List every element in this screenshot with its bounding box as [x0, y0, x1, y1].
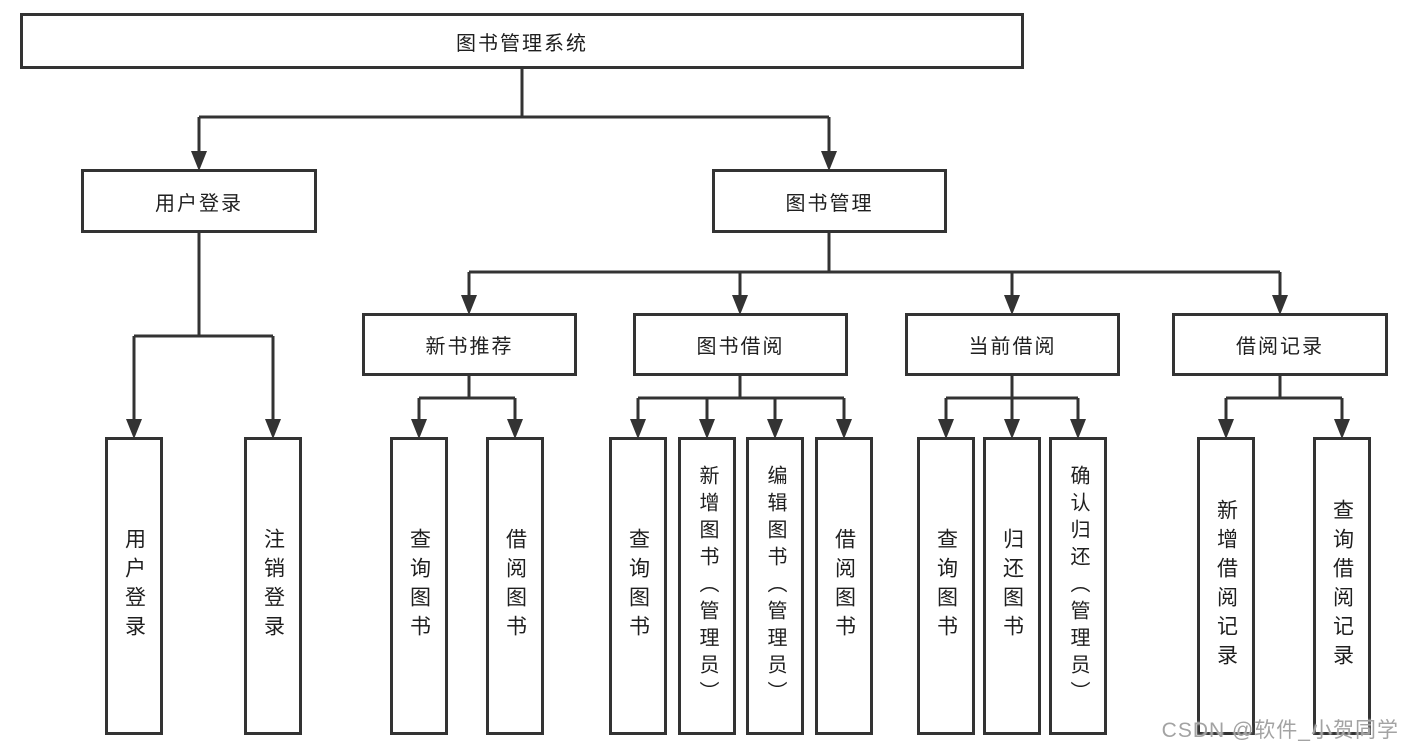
leaf-label: 查询借阅记录 — [1330, 499, 1354, 673]
node-label: 图书管理系统 — [456, 32, 588, 55]
leaf-newbook-borrow-books: 借阅图书 — [486, 437, 544, 735]
leaf-logout: 注销登录 — [244, 437, 302, 735]
leaf-current-query-books: 查询图书 — [917, 437, 975, 735]
leaf-borrow-add-books-admin: 新增图书（管理员） — [678, 437, 736, 735]
leaf-label: 查询图书 — [934, 528, 958, 644]
leaf-newbook-query-books: 查询图书 — [390, 437, 448, 735]
node-label: 借阅记录 — [1236, 336, 1324, 358]
node-book-borrowing: 图书借阅 — [633, 313, 848, 376]
node-label: 当前借阅 — [968, 336, 1057, 358]
leaf-current-return-books: 归还图书 — [983, 437, 1041, 735]
leaf-label: 新增借阅记录 — [1214, 499, 1238, 673]
leaf-label: 确认归还（管理员） — [1067, 464, 1089, 708]
leaf-label: 新增图书（管理员） — [696, 464, 718, 708]
node-label: 图书借阅 — [696, 336, 785, 358]
leaf-label: 编辑图书（管理员） — [764, 464, 786, 708]
leaf-borrow-borrow-books: 借阅图书 — [815, 437, 873, 735]
leaf-borrow-edit-books-admin: 编辑图书（管理员） — [746, 437, 804, 735]
leaf-records-query-record: 查询借阅记录 — [1313, 437, 1371, 735]
leaf-label: 用户登录 — [122, 528, 146, 644]
node-library-management-system: 图书管理系统 — [20, 13, 1024, 69]
node-label: 新书推荐 — [425, 336, 514, 358]
node-current-borrowing: 当前借阅 — [905, 313, 1120, 376]
node-label: 用户登录 — [155, 192, 243, 215]
leaf-label: 注销登录 — [261, 528, 285, 644]
leaf-label: 查询图书 — [407, 528, 431, 644]
node-new-book-recommend: 新书推荐 — [362, 313, 577, 376]
node-user-login: 用户登录 — [81, 169, 317, 233]
leaf-label: 查询图书 — [626, 528, 650, 644]
node-borrowing-records: 借阅记录 — [1172, 313, 1388, 376]
leaf-label: 归还图书 — [1000, 528, 1024, 644]
leaf-label: 借阅图书 — [832, 528, 856, 644]
leaf-borrow-query-books: 查询图书 — [609, 437, 667, 735]
csdn-watermark: CSDN @软件_小贺同学 — [1161, 719, 1399, 742]
node-label: 图书管理 — [785, 192, 874, 215]
node-book-management: 图书管理 — [712, 169, 947, 233]
leaf-label: 借阅图书 — [503, 528, 527, 644]
leaf-user-login: 用户登录 — [105, 437, 163, 735]
leaf-records-add-record: 新增借阅记录 — [1197, 437, 1255, 735]
leaf-current-confirm-return-admin: 确认归还（管理员） — [1049, 437, 1107, 735]
